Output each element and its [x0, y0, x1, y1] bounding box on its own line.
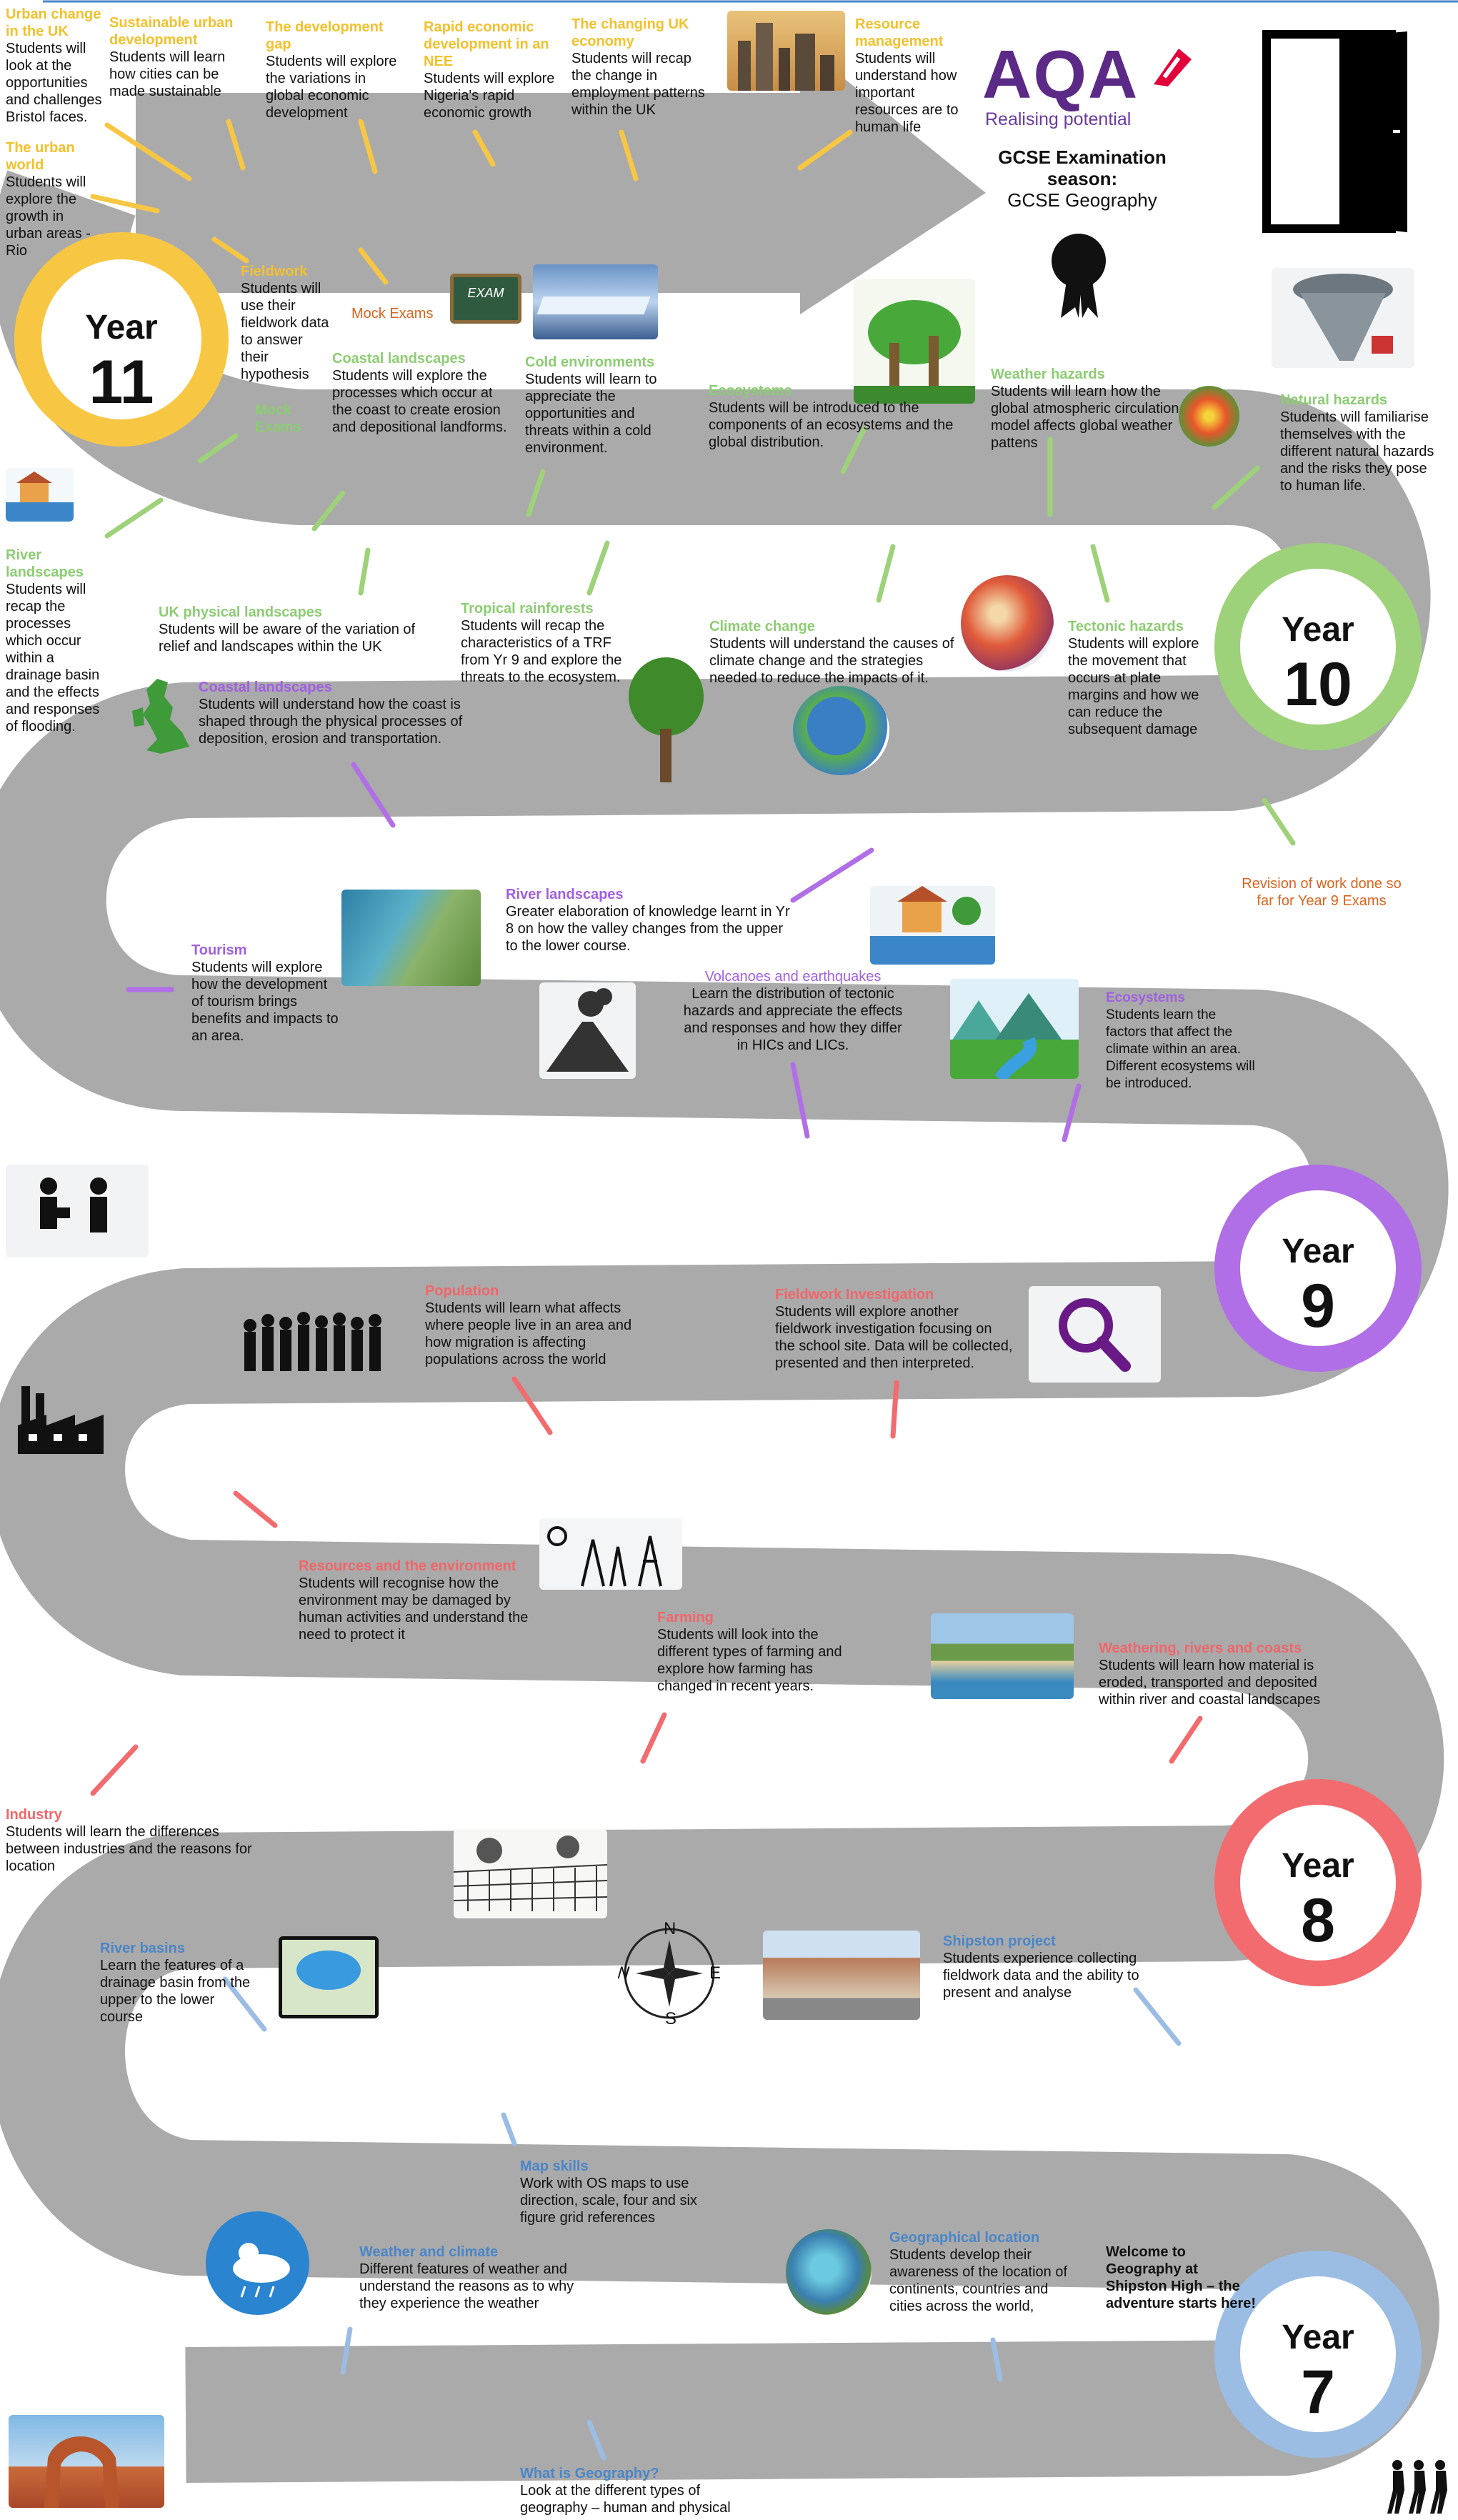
town-street-image [763, 1931, 920, 2020]
year-10-number: 10 [1284, 650, 1352, 719]
year-8-label: Year [1282, 1847, 1354, 1885]
coastal-landscapes-yr10: Coastal landscapes Students will explore… [332, 351, 507, 435]
year-11-badge: Year 11 [14, 232, 229, 447]
globe-magnifier-image [786, 2229, 872, 2315]
development-gap: The development gap Students will explor… [266, 19, 397, 121]
exam-title-line2: season: [1047, 168, 1118, 189]
weather-cloud-icon [206, 2211, 309, 2315]
welcome-message: Welcome to Geography at Shipston High – … [1106, 2244, 1257, 2311]
earth-globe-image [961, 575, 1054, 672]
natural-hazards: Natural hazards Students will familiaris… [1280, 392, 1434, 494]
ecosystems-yr10: Ecosystems Students will be introduced t… [709, 383, 954, 450]
river-landscapes-yr9: River landscapes Greater elaboration of … [506, 887, 790, 954]
map-skills: Map skills Work with OS maps to use dire… [520, 2158, 697, 2226]
farming: Farming Students will look into the diff… [657, 1610, 842, 1694]
industry: Industry Students will learn the differe… [6, 1807, 252, 1874]
exam-title-line3: GCSE Geography [1007, 189, 1157, 211]
population: Population Students will learn what affe… [425, 1283, 632, 1368]
resources-environment: Resources and the environment Students w… [299, 1558, 529, 1643]
rainforest-tree-image [629, 657, 704, 782]
mountain-river-image [950, 979, 1079, 1079]
reservoir-image [279, 1936, 379, 2018]
year-10-label: Year [1282, 611, 1354, 649]
coastline-image [931, 1613, 1074, 1699]
aqa-tagline: Realising potential [985, 109, 1132, 129]
urban-world: The urban world Students will explore th… [6, 140, 91, 259]
house-river-icon [870, 886, 995, 965]
farm-sketch-image [454, 1829, 607, 1918]
weather-hazards: Weather hazards Students will learn how … [991, 367, 1179, 451]
tropical-rainforests: Tropical rainforests Students will recap… [461, 601, 622, 685]
exam-season-title: GCSE Examination season: GCSE Geography [961, 146, 1204, 211]
river-landscapes-yr10: River landscapes Students will recap the… [6, 547, 100, 734]
year-8-number: 8 [1301, 1886, 1335, 1955]
climate-change: Climate change Students will understand … [709, 619, 954, 686]
revision-note: Revision of work done so far for Year 9 … [1242, 876, 1402, 909]
river-basins: River basins Learn the features of a dra… [100, 1941, 251, 2025]
mock-exams-yr11: Mock Exams [351, 306, 434, 322]
weathering-rivers-coasts: Weathering, rivers and coasts Students w… [1099, 1640, 1321, 1708]
mock-exams-yr10: Mock Exams [255, 402, 301, 435]
compass-w: W [618, 1963, 630, 1983]
exam-board-image: EXAM [450, 274, 521, 324]
rosette-icon [1047, 229, 1111, 322]
tectonic-hazards: Tectonic hazards Students will explore t… [1068, 619, 1199, 737]
what-is-geography: What is Geography? Look at the different… [520, 2466, 731, 2516]
urban-change-uk: Urban change in the UK Students will loo… [6, 6, 102, 125]
tourists-icon [6, 1165, 149, 1257]
year-9-badge: Year 9 [1214, 1165, 1422, 1372]
exit-door-icon [1261, 30, 1411, 234]
compass-n: N [664, 1922, 676, 1938]
stone-arch-image [9, 2415, 164, 2508]
uk-map-image [129, 675, 193, 757]
year-11-label: Year [85, 309, 158, 347]
energy-resources-icon [539, 1518, 682, 1590]
shipston-project: Shipston project Students experience col… [943, 1933, 1139, 2001]
volcanoes-earthquakes: Volcanoes and earthquakes Learn the dist… [683, 969, 903, 1053]
year-7-number: 7 [1301, 2358, 1335, 2426]
hurricane-icon [1179, 386, 1239, 447]
year-11-number: 11 [89, 348, 154, 417]
crowd-silhouette-icon [239, 1308, 386, 1375]
compass-e: E [709, 1963, 721, 1983]
weather-and-climate: Weather and climate Different features o… [359, 2244, 574, 2311]
city-skyline-image [727, 11, 845, 91]
volcano-icon [539, 982, 636, 1079]
year-10-badge: Year 10 [1214, 543, 1422, 750]
hikers-icon [1384, 2458, 1452, 2515]
year-7-label: Year [1282, 2319, 1354, 2356]
geographical-location: Geographical location Students develop t… [889, 2230, 1068, 2314]
compass-s: S [665, 2009, 677, 2026]
cold-environments: Cold environments Students will learn to… [525, 354, 657, 456]
year-8-badge: Year 8 [1214, 1779, 1422, 1986]
tourism: Tourism Students will explore how the de… [191, 942, 339, 1044]
exam-title-line1: GCSE Examination [998, 146, 1167, 168]
aqa-logo-text: AQA [982, 36, 1139, 113]
compass-icon: N S E W [618, 1922, 721, 2026]
year-9-label: Year [1282, 1232, 1354, 1270]
magnifier-icon [1029, 1286, 1161, 1383]
changing-uk-economy: The changing UK economy Students will re… [571, 16, 705, 118]
glacier-image [533, 264, 658, 339]
cove-aerial-image [341, 890, 481, 986]
coastal-landscapes-yr9: Coastal landscapes Students will underst… [199, 679, 463, 747]
flood-house-icon [6, 468, 74, 522]
sustainable-urban: Sustainable urban development Students w… [109, 15, 234, 99]
fieldwork-investigation: Fieldwork Investigation Students will ex… [775, 1287, 1013, 1371]
resource-management: Resource management Students will unders… [855, 16, 959, 135]
rapid-economic-development: Rapid economic development in an NEE Stu… [424, 19, 555, 121]
year-9-number: 9 [1301, 1272, 1335, 1340]
forest-image [854, 279, 975, 404]
factory-icon [14, 1383, 107, 1458]
fieldwork-yr11: Fieldwork Students will use their fieldw… [241, 264, 329, 382]
melting-earth-icon [793, 686, 889, 775]
aqa-logo: AQA Realising potential [982, 39, 1197, 139]
tornado-image [1272, 268, 1414, 368]
ecosystems-yr9: Ecosystems Students learn the factors th… [1106, 990, 1255, 1091]
uk-physical-landscapes: UK physical landscapes Students will be … [159, 604, 416, 654]
